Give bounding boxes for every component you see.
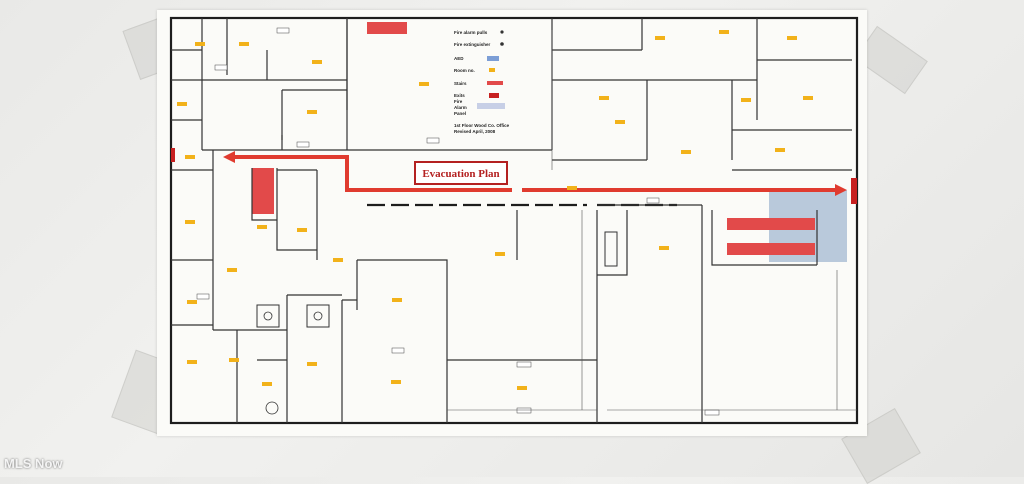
legend-stairs: Stairs (454, 81, 467, 86)
stairs-right-1 (727, 218, 815, 230)
dimension-lines (447, 30, 857, 411)
legend-panel-1: Fire (454, 99, 463, 104)
corridor-wall-upper (202, 135, 347, 151)
elevator (604, 231, 618, 267)
lower-left-rooms (213, 295, 288, 423)
legend-panel-3: Panel (454, 111, 466, 116)
right-top-offices (552, 18, 852, 171)
route-left (345, 155, 512, 192)
lower-rooms (287, 210, 598, 423)
toilet-1 (263, 311, 273, 321)
floor-plan: Evacuation Plan Fire alarm pulls Fire ex… (169, 16, 859, 425)
title-box (414, 161, 508, 185)
stair-right-enclosure (711, 210, 818, 266)
plan-title: Evacuation Plan (422, 168, 499, 180)
legend: Fire alarm pulls Fire extinguisher AED R… (454, 30, 510, 134)
legend-fire-extinguisher: Fire extinguisher (454, 42, 491, 47)
dimension-labels (196, 27, 720, 416)
evacuation-plan-poster: Evacuation Plan Fire alarm pulls Fire ex… (157, 10, 867, 436)
fire-alarm-pull-icon (500, 30, 504, 34)
toilet-2 (313, 311, 323, 321)
aed-icon (487, 56, 499, 61)
fire-extinguisher-icon (500, 42, 504, 46)
stair-enclosure (251, 168, 318, 260)
route-left-arrowhead (223, 151, 235, 163)
restroom-2 (306, 304, 330, 328)
toilet-3 (265, 401, 279, 415)
stairs-left (252, 168, 274, 214)
room-tag-icon (489, 68, 495, 72)
fire-alarm-panel-icon (477, 103, 505, 109)
room-tags (177, 30, 813, 390)
legend-caption-2: Revised April, 2008 (454, 129, 496, 134)
legend-caption-1: 1st Floor Wood Co. Office (454, 123, 510, 128)
right-lower-room (597, 204, 703, 423)
restroom-1 (256, 304, 280, 328)
left-rooms (171, 18, 214, 330)
exit-left (171, 148, 175, 162)
legend-room-no: Room no. (454, 68, 475, 73)
stairs-right-2 (727, 243, 815, 255)
stairs-icon (487, 81, 503, 85)
exit-right (851, 178, 857, 204)
exit-icon (489, 93, 499, 98)
stairs-top (367, 22, 407, 34)
legend-aed: AED (454, 56, 464, 61)
central-top-room (346, 18, 553, 151)
legend-panel-2: Alarm (454, 105, 467, 110)
mls-now-watermark: MLS Now (4, 456, 63, 471)
upper-left-rooms (202, 18, 348, 140)
legend-exits: Exits (454, 93, 465, 98)
outer-wall (169, 16, 859, 425)
route-right-arrowhead (835, 184, 847, 196)
legend-fire-alarm-pulls: Fire alarm pulls (454, 30, 488, 35)
